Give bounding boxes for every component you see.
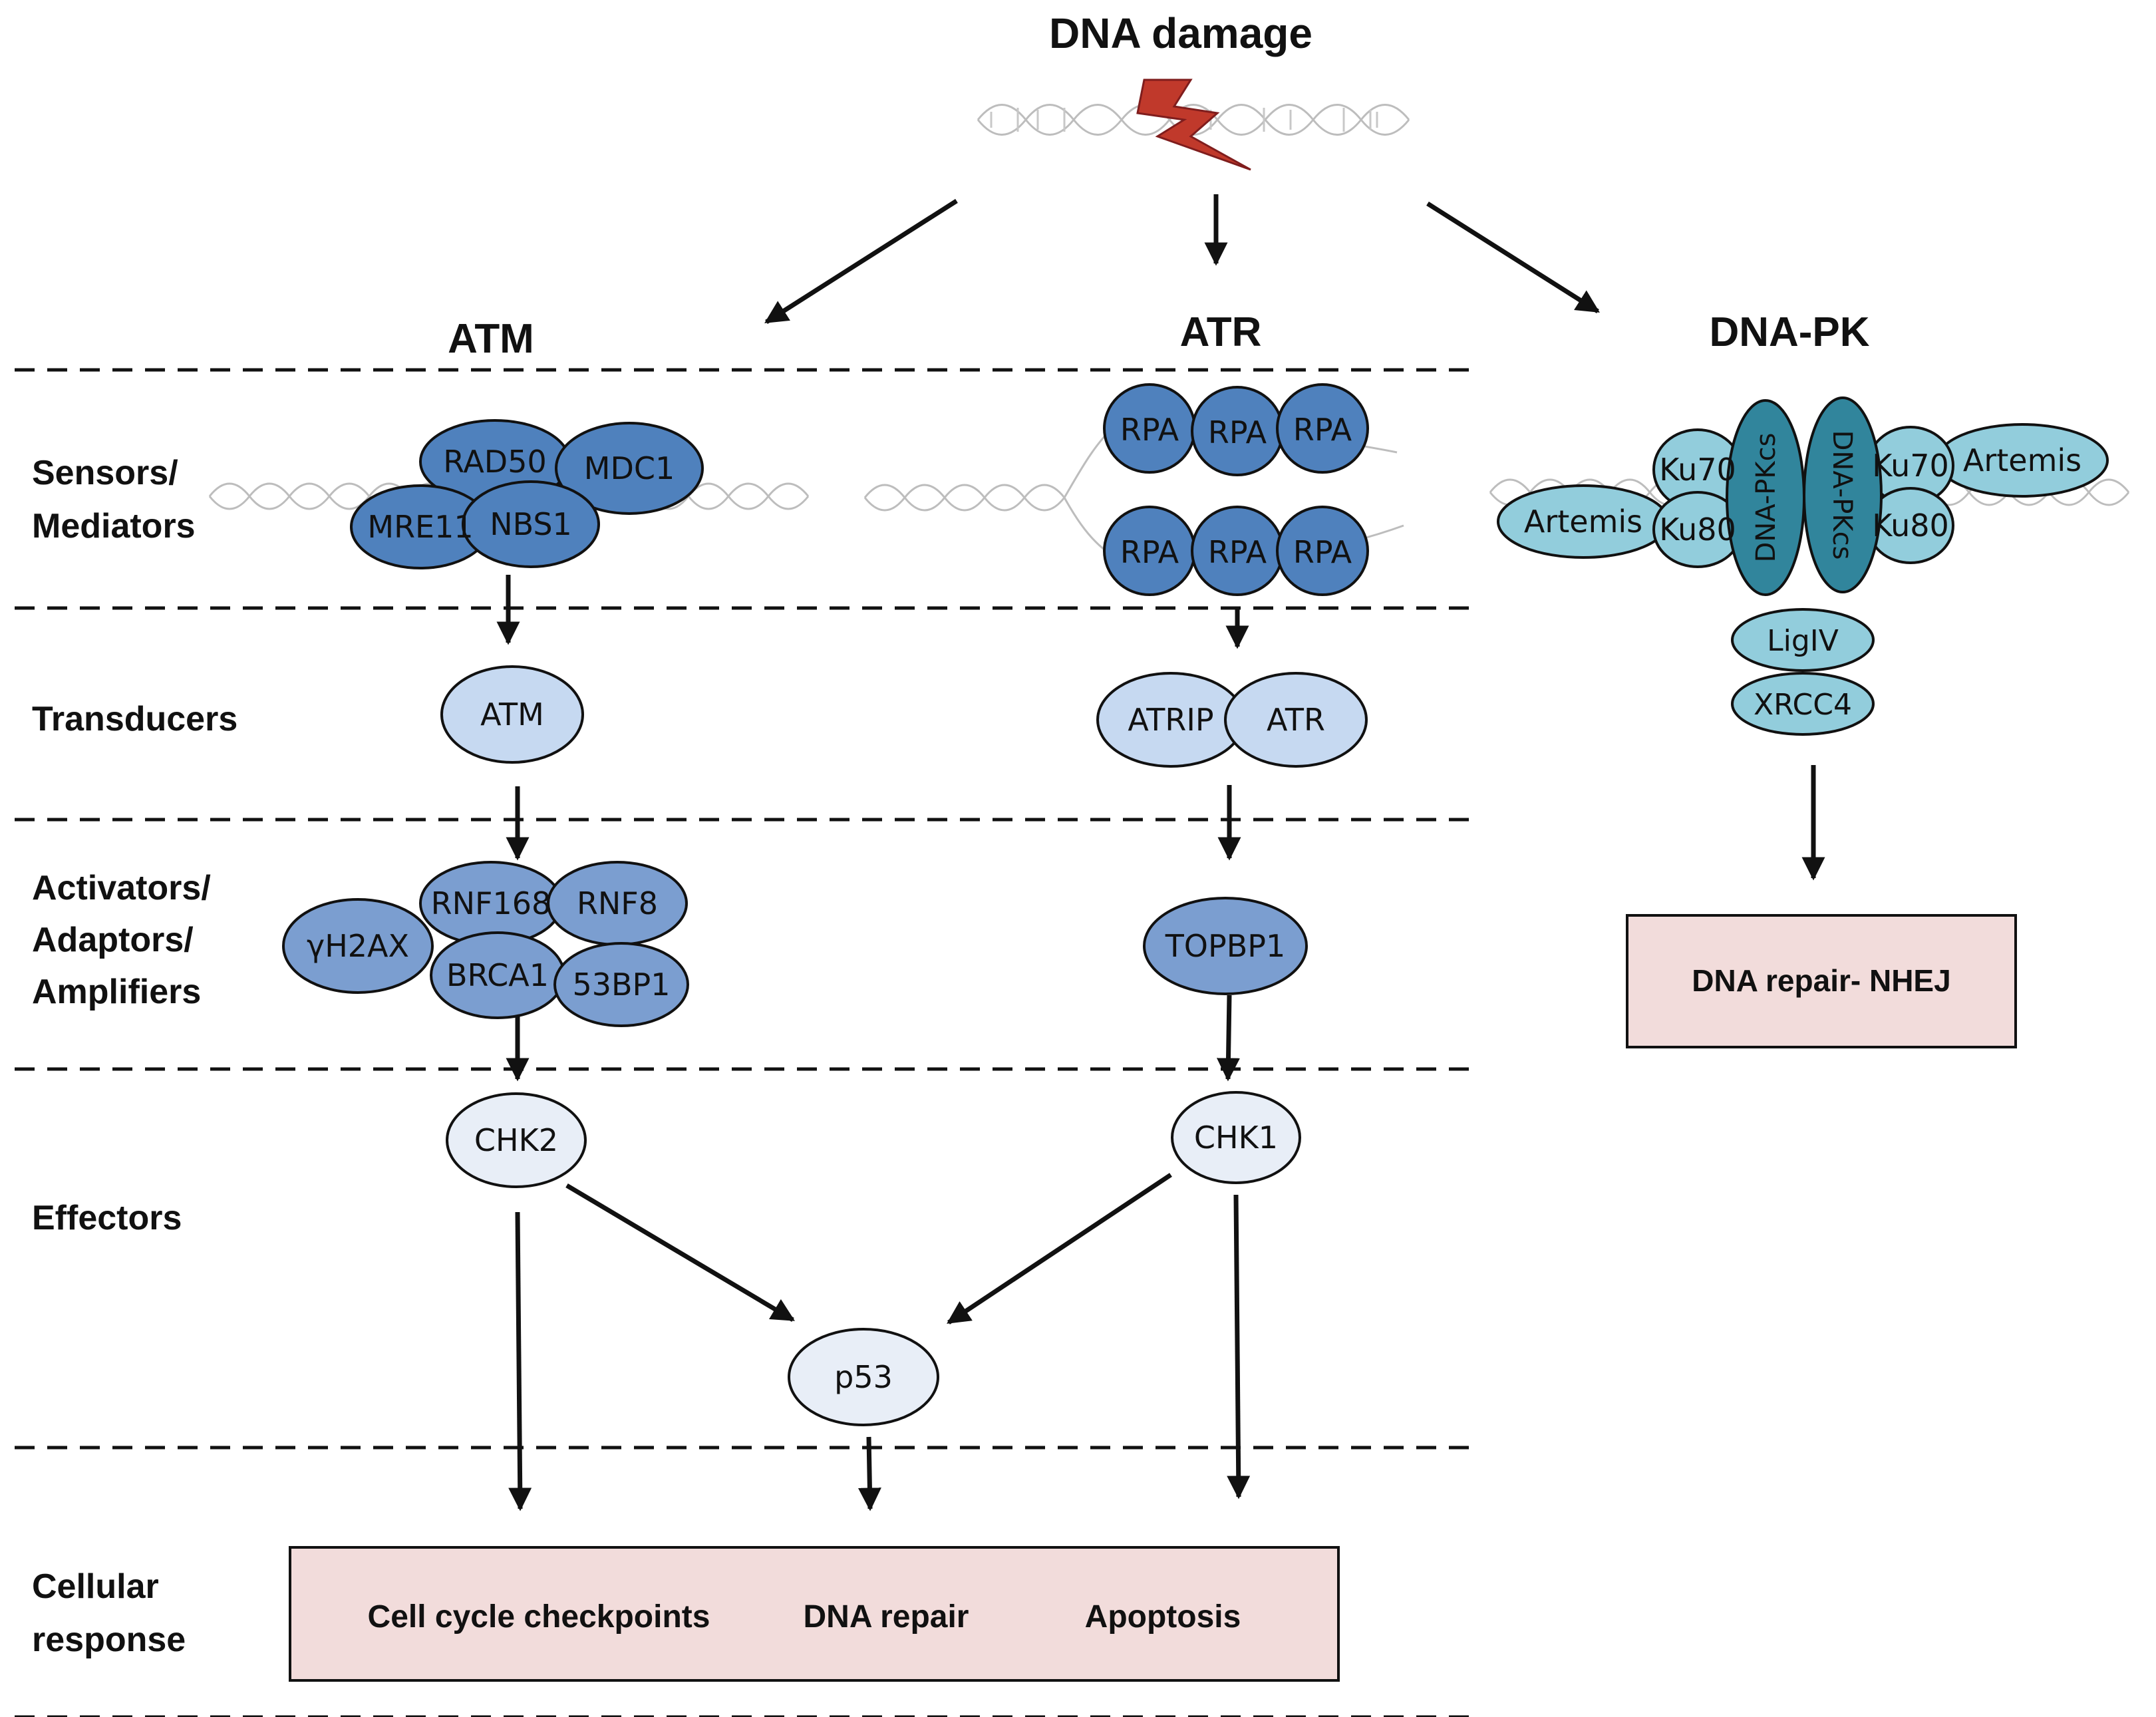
arrow-to-atm (764, 199, 958, 324)
atm-adaptor-complex: RNF168 RNF8 γH2AX BRCA1 53BP1 (282, 861, 689, 1027)
nbs1-protein (462, 480, 600, 568)
chk1-protein (1171, 1091, 1301, 1184)
rpa-protein (1276, 383, 1369, 474)
mdc1-protein (555, 422, 704, 515)
lightning-bolt-icon (1136, 78, 1251, 171)
artemis-label: Artemis (1524, 504, 1642, 540)
atr-protein (1224, 672, 1368, 768)
rpa-label: RPA (1293, 534, 1352, 570)
arrow-chk1-to-response (1227, 1194, 1251, 1499)
arrow-chk1-to-p53 (947, 1173, 1172, 1325)
row-label-sensors: Sensors/ Mediators (32, 454, 196, 546)
outcome-dna-repair: DNA repair (804, 1599, 969, 1635)
row-label-transducers: Transducers (32, 700, 237, 738)
arrow-chk2-to-p53 (565, 1183, 796, 1323)
dnapkcs-protein (1803, 396, 1883, 593)
ku70-label: Ku70 (1872, 448, 1949, 484)
dnapkcs-label: DNA-PKcs (1751, 433, 1781, 563)
rnf8-label: RNF8 (577, 885, 658, 921)
nhej-outcome-label: DNA repair- NHEJ (1692, 963, 1950, 998)
rpa-label: RPA (1120, 412, 1179, 448)
ligiv-label: LigIV (1767, 624, 1839, 658)
nbs1-label: NBS1 (490, 506, 572, 542)
arrow-to-dnapk (1426, 202, 1600, 313)
p53-protein (788, 1328, 939, 1426)
h2ax-protein (282, 898, 434, 994)
dnapk-complex: Artemis Artemis Ku70 Ku80 Ku70 Ku80 DNA-… (1497, 396, 2109, 736)
dnapkcs-label: DNA-PKcs (1827, 430, 1857, 560)
arrow-chk2-to-response (508, 1211, 532, 1511)
rpa-label: RPA (1208, 414, 1267, 450)
ku70-label: Ku70 (1659, 452, 1736, 488)
h2ax-label: γH2AX (307, 928, 409, 964)
mdc1-label: MDC1 (584, 450, 675, 486)
chk1-label: CHK1 (1194, 1120, 1278, 1156)
atm-protein (440, 665, 584, 764)
rnf168-label: RNF168 (431, 885, 551, 921)
row-label-effectors: Effectors (32, 1199, 182, 1237)
outcome-checkpoints: Cell cycle checkpoints (368, 1599, 710, 1635)
rpa-label: RPA (1120, 534, 1179, 570)
arrow-p53-to-response (857, 1436, 881, 1511)
nhej-outcome-box (1626, 914, 2017, 1048)
chk2-protein (446, 1092, 587, 1188)
pathway-atr-label: ATR (1180, 309, 1262, 355)
mre11-label: MRE11 (367, 509, 473, 545)
mrn-complex: RAD50 MDC1 MRE11 NBS1 (350, 419, 704, 569)
rpa-label: RPA (1293, 412, 1352, 448)
rpa-coated-ssdna: RPA RPA RPA RPA RPA RPA (1103, 383, 1369, 596)
ku80-label: Ku80 (1872, 508, 1949, 544)
title: DNA damage (1049, 9, 1312, 57)
pathway-atm-label: ATM (448, 316, 534, 362)
p53-label: p53 (834, 1359, 893, 1395)
ligiv-protein (1731, 608, 1875, 672)
xrcc4-label: XRCC4 (1754, 688, 1852, 722)
topbp1-label: TOPBP1 (1165, 928, 1286, 964)
topbp1-protein (1143, 897, 1308, 995)
artemis-label: Artemis (1963, 442, 2081, 478)
53bp1-protein (553, 942, 689, 1027)
atr-protein-label: ATR (1267, 702, 1325, 738)
rad50-label: RAD50 (443, 444, 547, 480)
53bp1-label: 53BP1 (572, 967, 670, 1003)
damaged-dna-helix (977, 104, 1410, 136)
xrcc4-protein (1731, 672, 1875, 736)
arrow (1217, 995, 1240, 1082)
cellular-response-box (289, 1546, 1340, 1682)
pathway-dnapk-label: DNA-PK (1709, 309, 1869, 355)
atrip-label: ATRIP (1128, 702, 1213, 738)
rpa-label: RPA (1208, 534, 1267, 570)
outcome-apoptosis: Apoptosis (1085, 1599, 1241, 1635)
ku80-label: Ku80 (1659, 512, 1736, 547)
row-label-response: Cellular response (32, 1567, 186, 1659)
brca1-label: BRCA1 (446, 957, 549, 993)
rpa-protein (1276, 506, 1369, 596)
chk2-label: CHK2 (474, 1122, 558, 1158)
atm-protein-label: ATM (480, 697, 544, 732)
row-label-activators: Activators/ Adaptors/ Amplifiers (32, 869, 220, 1011)
